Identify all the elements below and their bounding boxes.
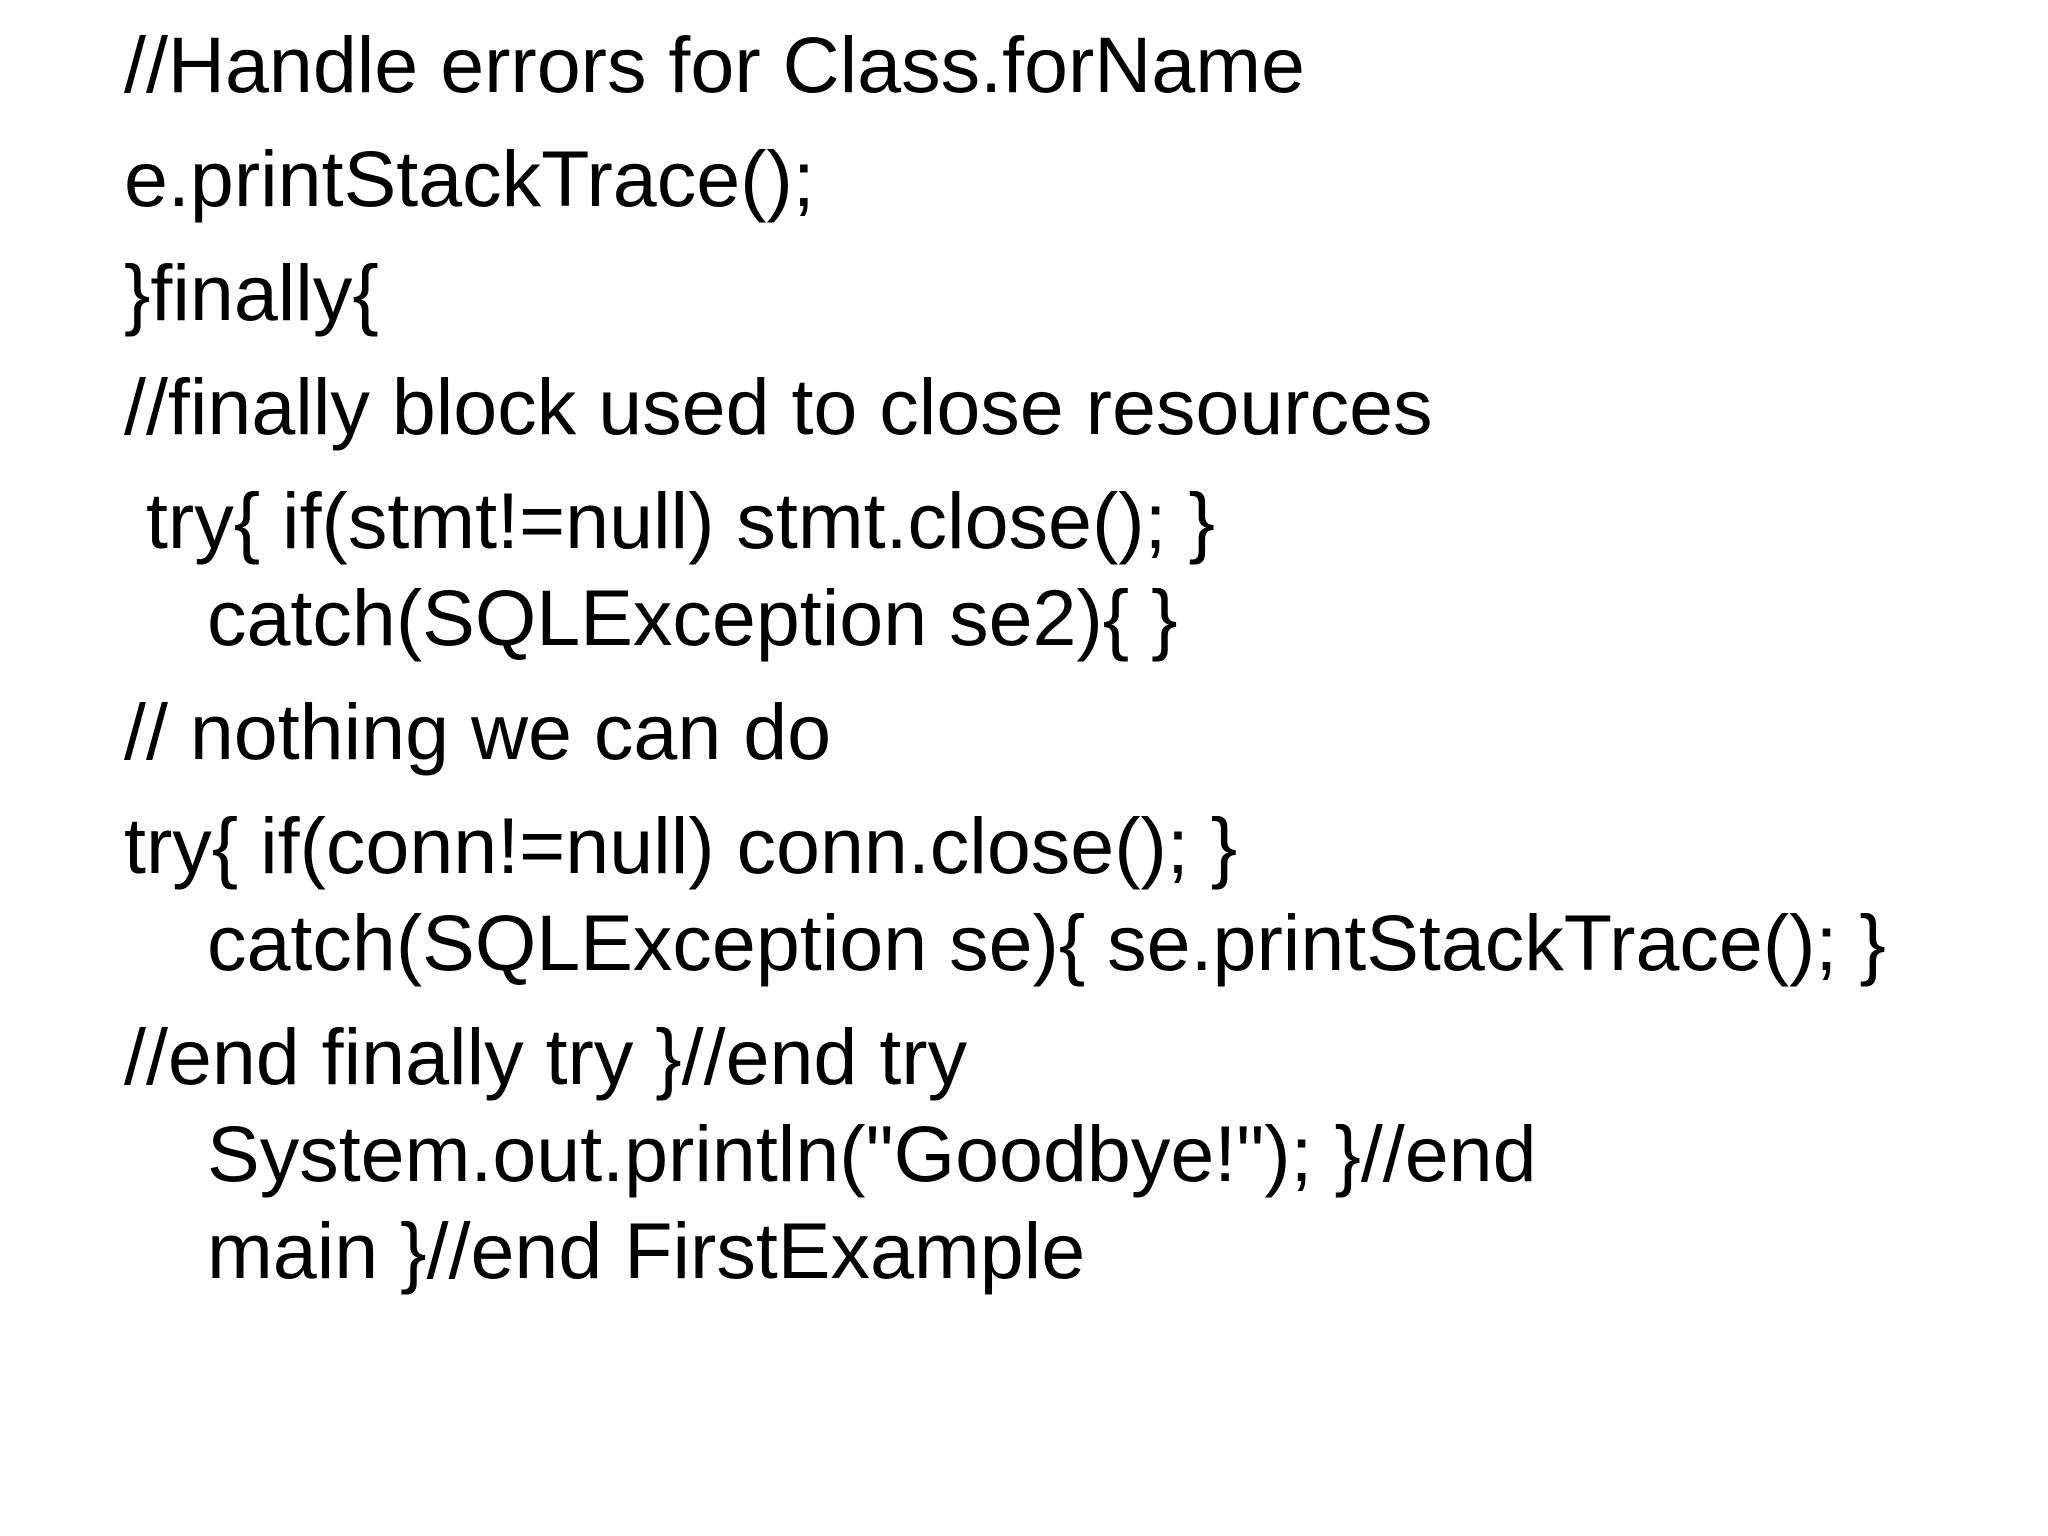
code-line: System.out.println("Goodbye!"); }//end <box>207 1109 1537 1198</box>
code-paragraph: try{ if(stmt!=null) stmt.close(); } catc… <box>124 472 2024 666</box>
code-line: main }//end FirstExample <box>207 1206 1086 1295</box>
code-paragraph: try{ if(conn!=null) conn.close(); } catc… <box>124 797 2024 991</box>
code-line: //finally block used to close resources <box>124 362 1433 451</box>
slide-code-block: //Handle errors for Class.forName e.prin… <box>124 16 2024 1316</box>
code-paragraph: // nothing we can do <box>124 683 2024 780</box>
code-line: //end finally try }//end try <box>124 1012 968 1101</box>
code-paragraph: }finally{ <box>124 244 2024 341</box>
code-line: try{ if(conn!=null) conn.close(); } <box>124 801 1238 890</box>
code-line: }finally{ <box>124 248 379 337</box>
code-line: catch(SQLException se){ se.printStackTra… <box>207 898 1886 987</box>
code-paragraph: //Handle errors for Class.forName <box>124 16 2024 113</box>
code-paragraph: //end finally try }//end try System.out.… <box>124 1008 2024 1299</box>
code-line: // nothing we can do <box>124 687 832 776</box>
code-line: catch(SQLException se2){ } <box>207 573 1178 662</box>
code-line: e.printStackTrace(); <box>124 134 815 223</box>
code-line: //Handle errors for Class.forName <box>124 20 1305 109</box>
code-paragraph: e.printStackTrace(); <box>124 130 2024 227</box>
code-line: try{ if(stmt!=null) stmt.close(); } <box>124 476 1215 565</box>
code-paragraph: //finally block used to close resources <box>124 358 2024 455</box>
